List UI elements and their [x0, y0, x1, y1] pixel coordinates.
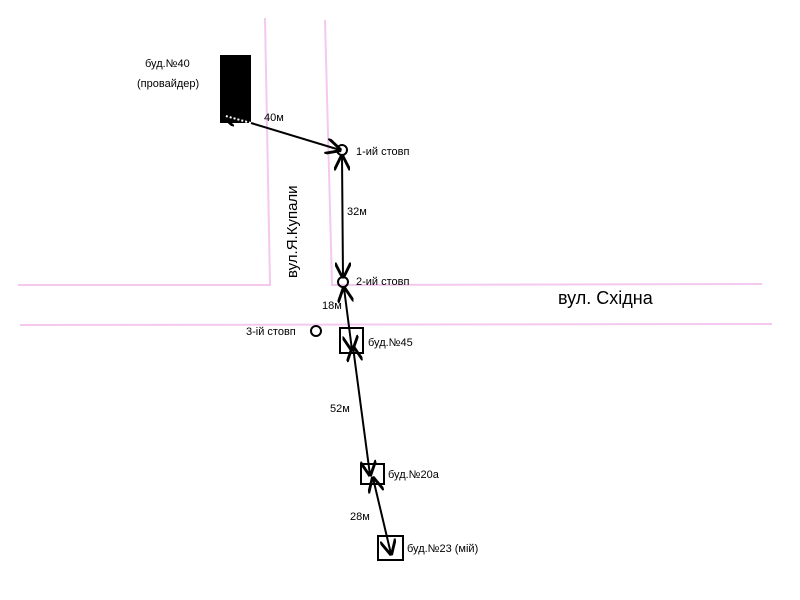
roads	[18, 17, 773, 326]
provider-building-note: (провайдер)	[137, 78, 199, 90]
cable-28m	[373, 478, 391, 554]
distance-40m: 40м	[264, 112, 284, 124]
post-3-label: 3-ій стовп	[246, 326, 296, 338]
post-3	[310, 325, 322, 337]
street-skhidna-label: вул. Східна	[558, 288, 654, 308]
street-kupaly-label: вул.Я.Купали	[284, 185, 301, 278]
road-kupaly-left	[18, 17, 272, 286]
building-20a-label: буд.№20а	[388, 469, 440, 481]
distance-18m: 18м	[322, 300, 342, 312]
cable-18m	[344, 288, 352, 350]
provider-building-number: буд.№40	[145, 58, 190, 70]
road-skhidna-bottom	[19, 323, 773, 326]
cable-32m	[342, 156, 343, 277]
distance-32m: 32м	[347, 206, 367, 218]
distance-28m: 28м	[350, 511, 370, 523]
building-45-label: буд.№45	[368, 337, 413, 349]
provider-building	[220, 55, 251, 123]
cable-52m	[353, 347, 370, 475]
building-23-label: буд.№23 (мій)	[407, 543, 478, 555]
building-20a	[360, 463, 385, 485]
post-2-label: 2-ий стовп	[356, 276, 410, 288]
post-1-label: 1-ий стовп	[356, 146, 410, 158]
distance-52m: 52м	[330, 403, 350, 415]
building-23	[377, 535, 404, 561]
road-kupaly-right	[324, 19, 763, 287]
cable-40m-dotted	[222, 115, 252, 123]
cable-40m	[250, 122, 340, 150]
